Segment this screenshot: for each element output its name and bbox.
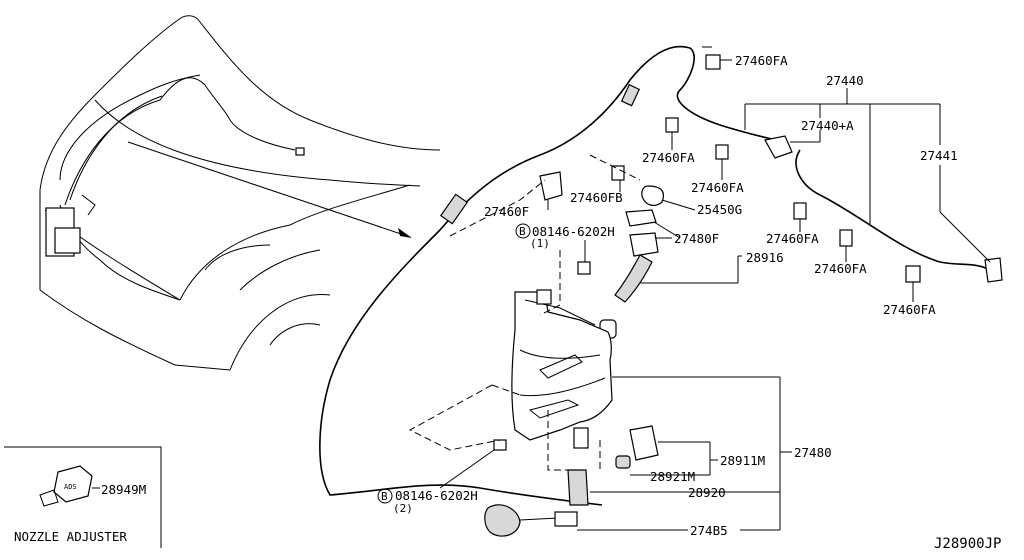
label-28920: 28920 (688, 485, 726, 500)
svg-text:ADS: ADS (64, 483, 77, 491)
inset-caption: NOZZLE ADJUSTER (14, 529, 127, 544)
label-bolt2-code: 08146-6202H (395, 488, 478, 503)
bolt-symbol-1 (515, 223, 531, 239)
part-labels: 27460FA 27440 27440+A 27441 27460FA 2746… (393, 53, 958, 538)
label-bolt2-qty: (2) (393, 502, 413, 515)
label-27440: 27440 (826, 73, 864, 88)
label-27460fa-c: 27460FA (766, 231, 819, 246)
leader-lines (439, 59, 991, 531)
nozzle-adjuster-inset: ADS 28949M NOZZLE ADJUSTER (4, 446, 162, 548)
label-25450g: 25450G (697, 202, 742, 217)
bolt-symbols: B B (377, 223, 531, 504)
label-28916: 28916 (746, 250, 784, 265)
car-front-illustration (39, 15, 441, 371)
label-28911m: 28911M (720, 453, 765, 468)
nozzle-adjuster-part (53, 465, 93, 503)
label-27460fa-b: 27460FA (691, 180, 744, 195)
label-bolt1-code: 08146-6202H (532, 224, 615, 239)
label-27460fa-a: 27460FA (642, 150, 695, 165)
label-27460fa-d: 27460FA (814, 261, 867, 276)
label-27440a: 27440+A (801, 118, 854, 133)
bolt-symbol-2 (377, 488, 393, 504)
label-bolt1-qty: (1) (530, 237, 550, 250)
label-27460f: 27460F (484, 204, 529, 219)
dashed-outlines (408, 154, 641, 471)
label-28921m: 28921M (650, 469, 695, 484)
label-274b5: 274B5 (690, 523, 728, 538)
label-27441: 27441 (920, 148, 958, 163)
label-27480: 27480 (794, 445, 832, 460)
label-27460fb: 27460FB (570, 190, 623, 205)
label-27460fa-top: 27460FA (735, 53, 788, 68)
label-27460fa-e: 27460FA (883, 302, 936, 317)
washer-reservoir (484, 289, 659, 537)
washer-hose (319, 45, 991, 506)
diagram-code: J28900JP (934, 536, 1001, 552)
bolt-symbol-1-letter: B (519, 225, 526, 238)
label-28949m: 28949M (101, 482, 146, 497)
bolt-symbol-2-letter: B (381, 490, 388, 503)
label-27480f: 27480F (674, 231, 719, 246)
